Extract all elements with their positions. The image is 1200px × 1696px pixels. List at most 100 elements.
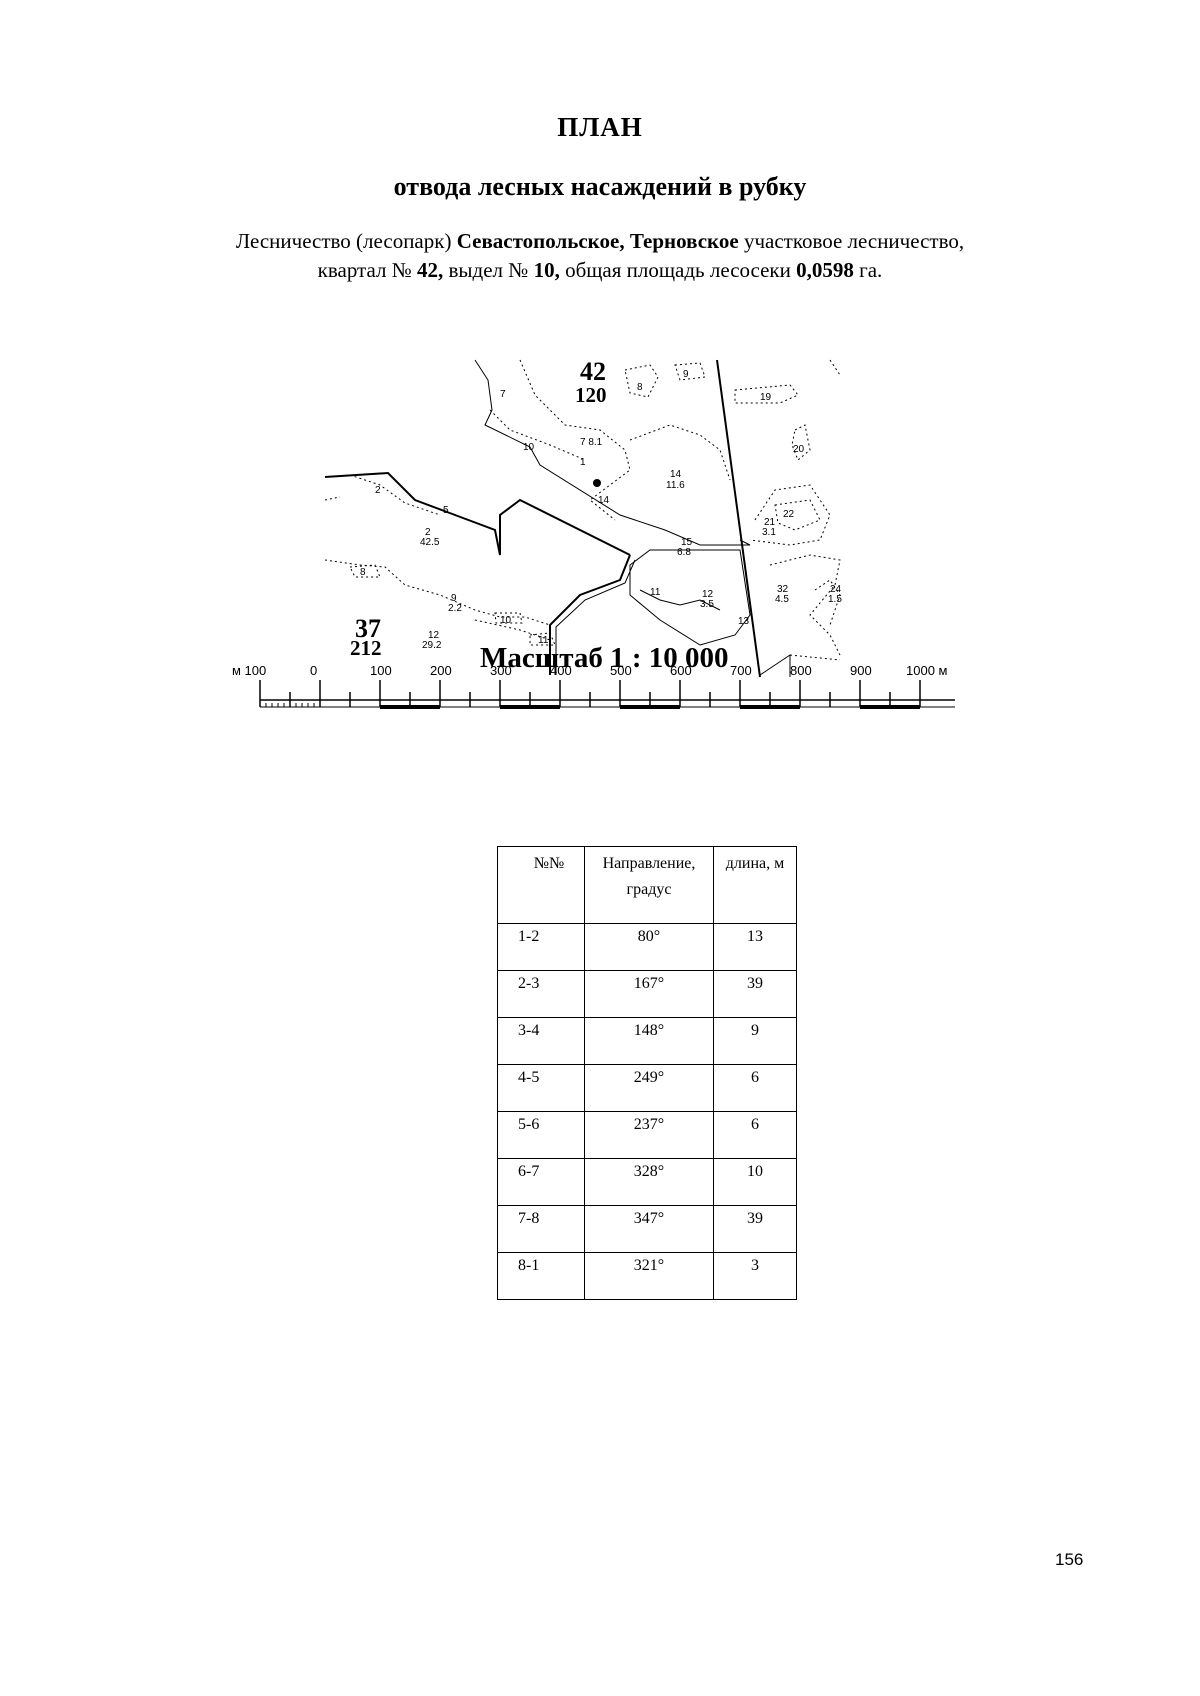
length-cell: 6 xyxy=(713,1064,797,1112)
map-svg: 7 8 9 19 10 7 8.1 1 20 14 11.6 14 2 5 22… xyxy=(232,357,955,709)
direction-cell: 249° xyxy=(584,1064,714,1112)
dotted-plot24 xyxy=(814,579,841,626)
plot-32-area-label: 4.5 xyxy=(775,594,789,605)
segment-cell: 5-6 xyxy=(497,1111,585,1159)
plot-11b-label: 11 xyxy=(538,635,549,646)
direction-cell: 167° xyxy=(584,970,714,1018)
bottom-right-boundary xyxy=(759,654,791,677)
forestry-name: Севастопольское, xyxy=(456,229,625,253)
diagonal-line xyxy=(716,359,761,678)
plot-8b-label: 8 xyxy=(360,567,366,578)
segment-cell: 6-7 xyxy=(497,1158,585,1206)
scale-tick-label: 400 xyxy=(550,663,572,678)
scale-label: Масштаб 1 : 10 000 xyxy=(480,642,728,674)
quarter-number: 42, xyxy=(417,258,444,282)
segment-cell: 2-3 xyxy=(497,970,585,1018)
scale-tick-label: 800 xyxy=(790,663,812,678)
plot-2-label: 2 xyxy=(375,485,381,496)
segment-cell: 4-5 xyxy=(497,1064,585,1112)
dotted-plot22 xyxy=(774,499,821,531)
plot-8-label: 8 xyxy=(637,382,643,393)
dotted-plot11b xyxy=(529,632,556,646)
quarter-top-number: 42 xyxy=(580,357,606,386)
dotted-bottom xyxy=(789,654,841,661)
plot-10b-label: 10 xyxy=(500,615,512,626)
scale-tick-label: 600 xyxy=(670,663,692,678)
plot-5-label: 5 xyxy=(443,505,449,516)
plot-prefix: выдел № xyxy=(448,258,529,282)
dotted-plot8 xyxy=(624,364,659,398)
dotted-edge xyxy=(324,496,341,501)
quarter-prefix: квартал № xyxy=(317,258,412,282)
info-line-1: Лесничество (лесопарк) Севастопольское, … xyxy=(0,227,1200,256)
length-cell: 3 xyxy=(713,1252,797,1300)
dotted-boundary-1 xyxy=(519,359,631,521)
plot-14b-label: 14 xyxy=(598,495,610,506)
dotted-plot9 xyxy=(674,362,706,381)
quarter-bottom-area: 212 xyxy=(350,636,382,660)
plot-9b-area-label: 2.2 xyxy=(448,603,462,614)
plot-2-area-label: 42.5 xyxy=(420,537,440,548)
scale-tick-label: м 100 xyxy=(232,663,266,678)
dotted-plot21 xyxy=(749,484,831,546)
segment-cell: 7-8 xyxy=(497,1205,585,1253)
plot-13-label: 13 xyxy=(738,616,750,627)
quarter-top-area: 120 xyxy=(575,383,607,407)
point-marker xyxy=(593,479,601,487)
scale-tick-label: 100 xyxy=(370,663,392,678)
scale-tick-label: 900 xyxy=(850,663,872,678)
forest-map: 7 8 9 19 10 7 8.1 1 20 14 11.6 14 2 5 22… xyxy=(230,355,955,800)
plot-7-label: 7 xyxy=(500,389,506,400)
plot-21-label: 21 xyxy=(764,517,776,528)
plot11-boundary xyxy=(639,589,721,611)
plot-24-label: 24 xyxy=(830,584,842,595)
dotted-plot12b xyxy=(474,619,551,641)
scale-tick-label: 0 xyxy=(310,663,317,678)
scale-tick-label: 1000 м xyxy=(906,663,948,678)
dotted-ne xyxy=(829,359,841,376)
plot-19-label: 19 xyxy=(760,392,772,403)
plot-12a-label: 12 xyxy=(702,589,714,600)
north-west-boundary xyxy=(324,471,631,556)
dotted-right xyxy=(769,554,841,656)
col-header-length: длина, м xyxy=(713,846,797,924)
scale-tick-label: 700 xyxy=(730,663,752,678)
page-title: ПЛАН xyxy=(557,112,643,142)
area-value: 0,0598 xyxy=(796,258,854,282)
dotted-west-2 xyxy=(324,474,441,516)
road xyxy=(549,554,631,675)
direction-cell: 80° xyxy=(584,923,714,971)
direction-cell: 321° xyxy=(584,1252,714,1300)
plot-9-label: 9 xyxy=(683,369,689,380)
col-header-direction: Направление, градус xyxy=(584,846,714,924)
plot-info: Лесничество (лесопарк) Севастопольское, … xyxy=(0,227,1200,285)
length-cell: 9 xyxy=(713,1017,797,1065)
plot-9b-label: 9 xyxy=(451,593,457,604)
length-cell: 39 xyxy=(713,1205,797,1253)
length-cell: 6 xyxy=(713,1111,797,1159)
plot-7-81-label: 7 8.1 xyxy=(580,437,603,448)
segment-cell: 8-1 xyxy=(497,1252,585,1300)
plot-24-area-label: 1.5 xyxy=(828,594,842,605)
page-subtitle: отвода лесных насаждений в рубку xyxy=(393,172,807,201)
info-suffix: участковое лесничество, xyxy=(743,229,965,253)
plot-32-label: 32 xyxy=(777,584,789,595)
quarter-bottom-number: 37 xyxy=(355,614,381,643)
area-prefix: общая площадь лесосеки xyxy=(565,258,791,282)
dotted-plot8b xyxy=(349,564,381,578)
col-header-number: №№ xyxy=(497,846,585,924)
scale-tick-label: 500 xyxy=(610,663,632,678)
direction-cell: 237° xyxy=(584,1111,714,1159)
dotted-plot19 xyxy=(734,384,799,404)
plot15-boundary xyxy=(629,549,751,646)
plot-12b-label: 12 xyxy=(428,630,440,641)
